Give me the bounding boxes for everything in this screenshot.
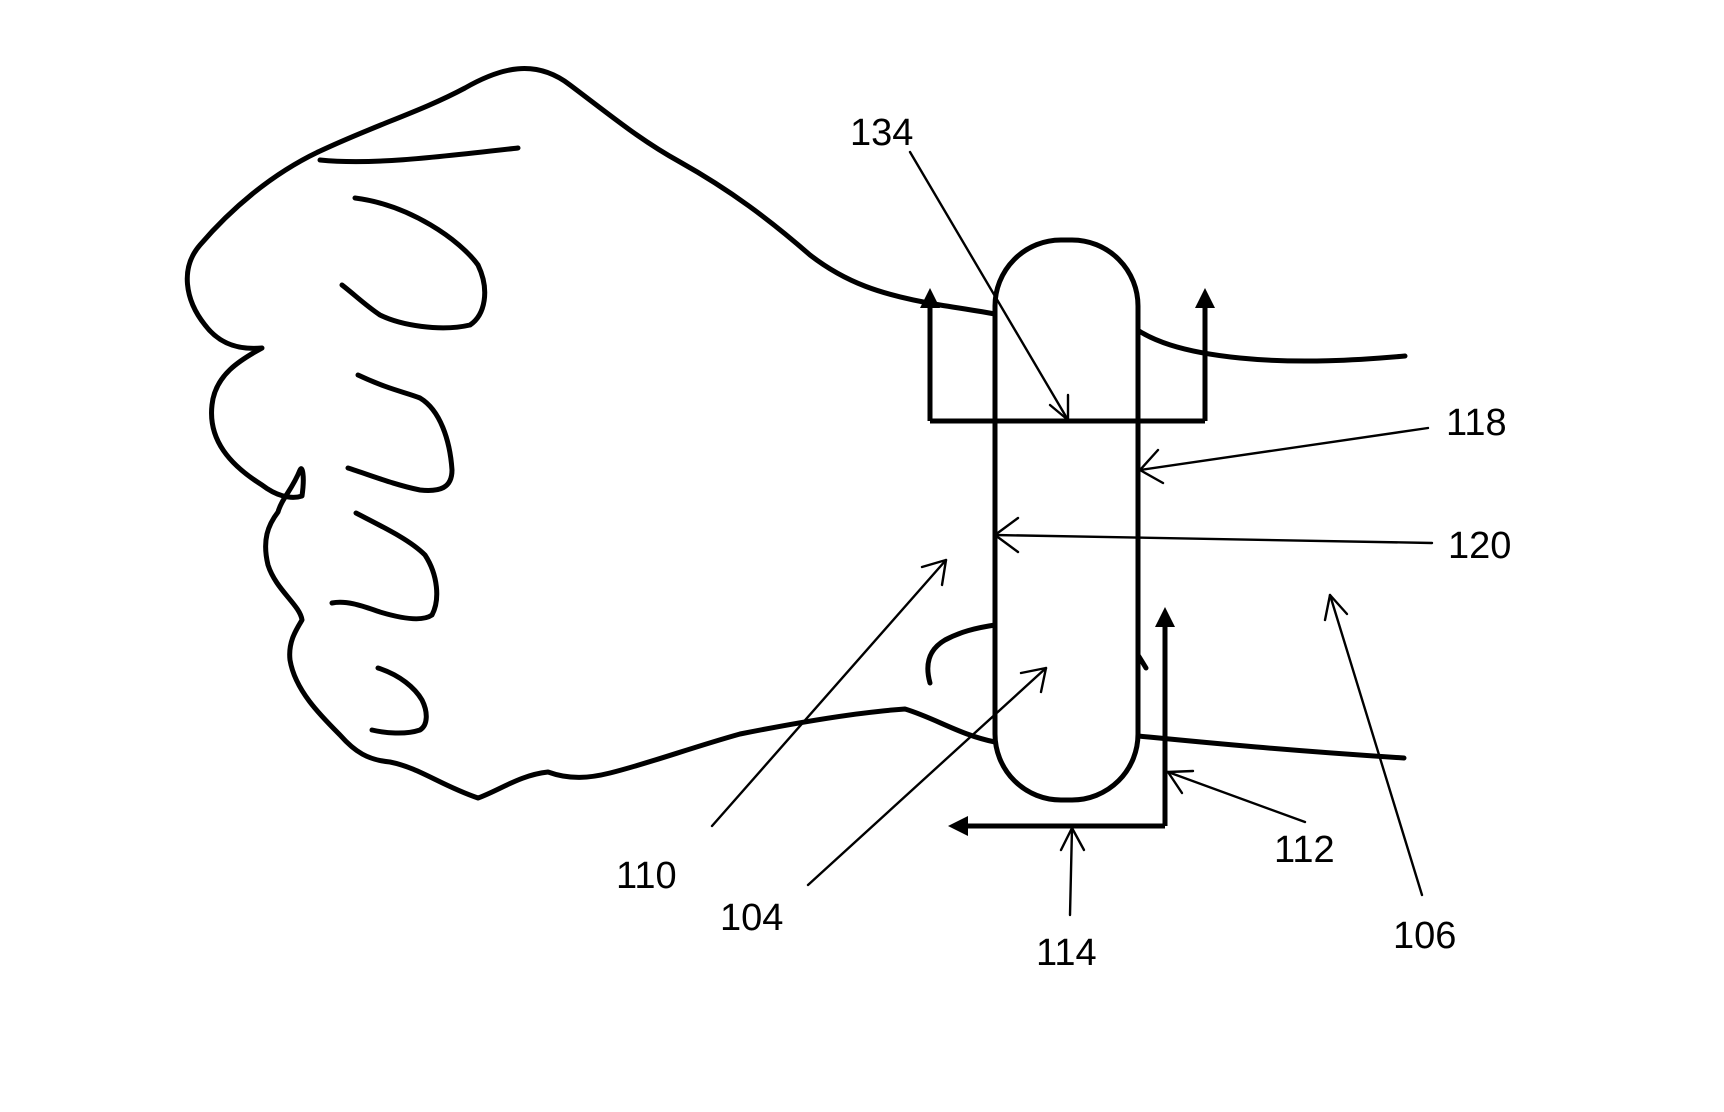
label-112: 112: [1274, 829, 1335, 871]
forearm-bottom-contour: [1135, 733, 1407, 761]
leader-118-head: [1138, 448, 1165, 485]
leader-106: [1328, 593, 1424, 897]
fist-front-contour: [184, 149, 998, 801]
leader-104: [806, 666, 1048, 887]
leader-104-head: [1019, 666, 1048, 694]
label-134: 134: [850, 112, 913, 154]
label-104: 104: [720, 897, 783, 939]
leader-112: [1166, 770, 1307, 824]
finger-curl-3: [329, 510, 440, 622]
leader-134: [908, 150, 1070, 422]
reference-numerals: 134 118 120 110 104 114 112 106: [616, 112, 1511, 974]
wrist-band: [992, 237, 1141, 803]
leader-112-head: [1166, 769, 1195, 795]
leader-106-head: [1323, 593, 1349, 622]
wrist-bone-contour: [925, 622, 998, 686]
leader-110-head: [920, 558, 948, 587]
forearm-top-contour: [1127, 322, 1408, 364]
hand-outline: [184, 66, 1408, 801]
leader-114: [1068, 826, 1074, 917]
label-120: 120: [1448, 525, 1511, 567]
finger-curl-4: [369, 665, 429, 736]
lower-section-bracket: [948, 607, 1175, 836]
leader-120-head: [993, 516, 1020, 554]
finger-curl-2: [345, 372, 455, 493]
label-110: 110: [616, 855, 677, 897]
hand-top-contour: [315, 66, 998, 317]
leader-120: [993, 533, 1434, 545]
label-118: 118: [1446, 402, 1507, 444]
label-106: 106: [1393, 915, 1456, 957]
leader-118: [1138, 426, 1430, 472]
label-114: 114: [1036, 932, 1097, 974]
leader-114-head: [1059, 826, 1086, 852]
leader-lines: [710, 150, 1434, 917]
leader-110: [710, 558, 948, 828]
finger-curl-1: [339, 195, 488, 331]
thumb-line: [317, 145, 521, 165]
leader-134-head: [1048, 393, 1070, 422]
